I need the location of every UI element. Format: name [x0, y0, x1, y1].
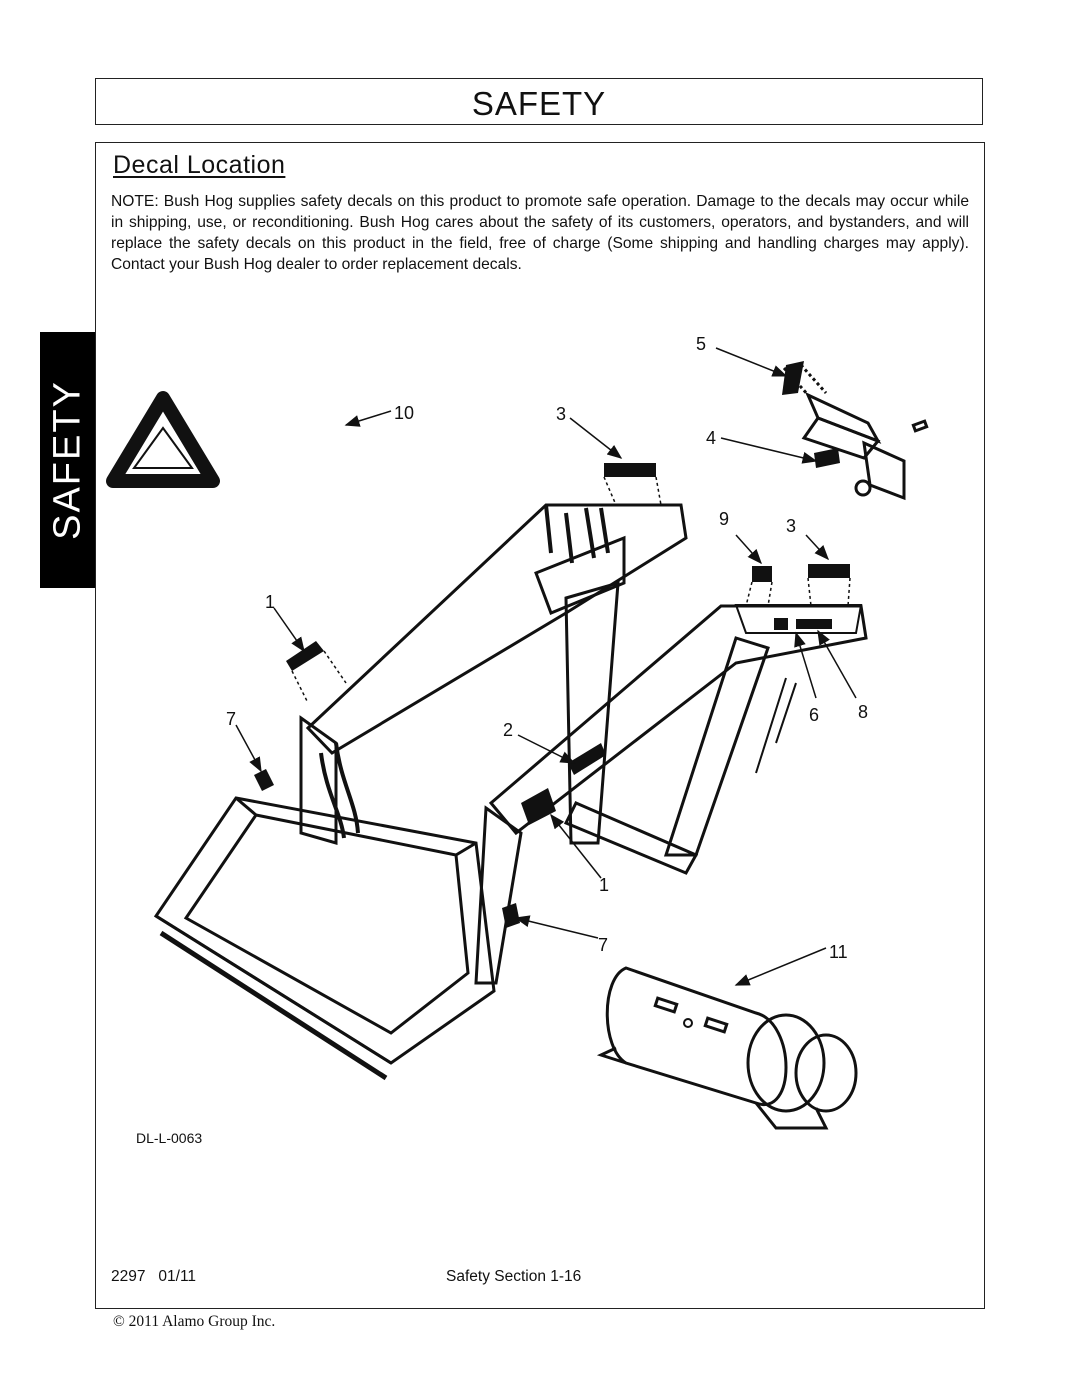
bracket-part — [782, 364, 929, 501]
callout-label: 2 — [503, 720, 513, 740]
decal-9-patch — [752, 566, 772, 582]
callout-label: 3 — [786, 516, 796, 536]
callout-label: 11 — [829, 942, 848, 962]
header-box: SAFETY — [95, 78, 983, 125]
smv-emblem-icon — [106, 391, 220, 488]
callout-label: 4 — [706, 428, 716, 448]
loader-bucket — [153, 796, 496, 1081]
note-paragraph: NOTE: Bush Hog supplies safety decals on… — [111, 193, 969, 273]
side-tab-label: SAFETY — [46, 380, 89, 540]
decal-4-patch — [814, 448, 840, 468]
decal-5-patch — [782, 361, 804, 395]
doc-number: 2297 01/11 — [111, 1268, 197, 1285]
callout-label: 7 — [598, 935, 608, 955]
callout-label: 5 — [696, 334, 706, 354]
decal-3-right-patch — [808, 564, 850, 578]
decal-6-patch — [774, 618, 788, 630]
decal-1-right-patch — [521, 788, 556, 825]
callout-label: 9 — [719, 509, 729, 529]
figure-id: DL-L-0063 — [136, 1130, 202, 1146]
callout-label: 1 — [599, 875, 609, 895]
loader-right-arm — [474, 604, 868, 985]
callout-label: 8 — [858, 702, 868, 722]
page-title: SAFETY — [471, 85, 607, 122]
content-box: Decal Location NOTE: Bush Hog supplies s… — [95, 142, 985, 1309]
callout-label: 3 — [556, 404, 566, 424]
side-tab: SAFETY — [40, 332, 96, 588]
decal-1-left-patch — [286, 641, 324, 671]
decal-7-left-patch — [254, 769, 274, 791]
valve-cylinder-part — [596, 966, 858, 1130]
loader-left-arm — [299, 503, 688, 845]
decal-3-upper-patch — [604, 463, 656, 477]
section-heading: Decal Location — [113, 151, 286, 179]
callout-label: 7 — [226, 709, 236, 729]
copyright: © 2011 Alamo Group Inc. — [113, 1313, 276, 1330]
decal-8-patch — [796, 619, 832, 629]
callout-label: 10 — [394, 403, 414, 423]
decal-2-patch — [568, 743, 606, 775]
page-number: Safety Section 1-16 — [446, 1268, 582, 1285]
callout-label: 6 — [809, 705, 819, 725]
callout-label: 1 — [265, 592, 275, 612]
decal-location-diagram: 5 10 3 4 9 3 1 7 2 6 8 1 7 11 DL-L-0063 — [106, 334, 929, 1146]
